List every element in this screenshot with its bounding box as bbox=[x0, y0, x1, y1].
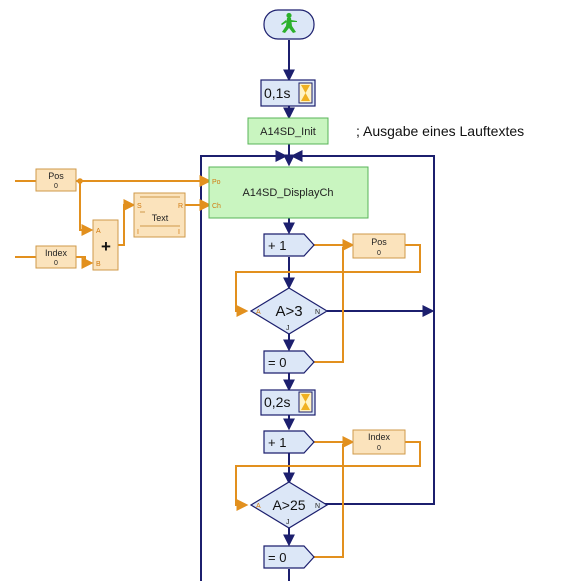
hourglass-icon bbox=[298, 82, 313, 104]
comment-text: ; Ausgabe eines Lauftextes bbox=[356, 123, 524, 139]
decision-index[interactable]: A>25 A J N bbox=[249, 481, 329, 529]
decision-label: A>3 bbox=[275, 303, 302, 320]
reset-label: = 0 bbox=[268, 355, 286, 370]
hourglass-icon bbox=[298, 391, 313, 413]
wait-block-2[interactable]: 0,2s bbox=[260, 389, 316, 416]
start-terminal[interactable] bbox=[263, 9, 315, 40]
wait-label: 0,2s bbox=[264, 394, 290, 410]
index-var-value: 0 bbox=[54, 260, 58, 267]
increment-block-1[interactable]: + 1 bbox=[263, 233, 315, 257]
index-output-variable[interactable]: Index 0 bbox=[352, 429, 406, 455]
increment-label: + 1 bbox=[268, 238, 286, 253]
decision-no: N bbox=[315, 309, 320, 316]
increment-block-2[interactable]: + 1 bbox=[263, 430, 315, 454]
data-lines bbox=[15, 175, 421, 558]
reset-label: = 0 bbox=[268, 550, 286, 565]
decision-no: N bbox=[315, 503, 320, 510]
flow-lines bbox=[200, 40, 435, 581]
text-operator[interactable]: Text S R I I bbox=[133, 192, 186, 238]
pos-var-name: Pos bbox=[48, 171, 64, 181]
display-port-po: Po bbox=[212, 179, 221, 186]
pos-var-value: 0 bbox=[54, 183, 58, 190]
text-label: Text bbox=[152, 213, 169, 223]
pos-output-variable[interactable]: Pos 0 bbox=[352, 233, 406, 259]
decision-pos[interactable]: A>3 A J N bbox=[249, 287, 329, 335]
reset-block-1[interactable]: = 0 bbox=[263, 350, 315, 374]
index-var-name: Index bbox=[45, 248, 68, 258]
adder-operator[interactable]: + A B bbox=[92, 219, 119, 271]
reset-block-2[interactable]: = 0 bbox=[263, 545, 315, 569]
index-variable[interactable]: Index 0 bbox=[35, 245, 77, 269]
init-label: A14SD_Init bbox=[260, 126, 316, 138]
text-port-s: S bbox=[137, 203, 142, 210]
text-port-i2: I bbox=[178, 229, 180, 236]
decision-yes: J bbox=[286, 519, 290, 526]
decision-label: A>25 bbox=[272, 497, 305, 513]
text-port-i1: I bbox=[137, 229, 139, 236]
decision-port-a: A bbox=[256, 503, 261, 510]
pos-out-value: 0 bbox=[377, 250, 381, 257]
increment-label: + 1 bbox=[268, 435, 286, 450]
decision-port-a: A bbox=[256, 309, 261, 316]
text-port-r: R bbox=[178, 203, 183, 210]
adder-port-a: A bbox=[96, 228, 101, 235]
init-subprogram[interactable]: A14SD_Init bbox=[247, 117, 329, 145]
decision-yes: J bbox=[286, 325, 290, 332]
pos-variable[interactable]: Pos 0 bbox=[35, 168, 77, 192]
pos-out-name: Pos bbox=[371, 237, 387, 247]
wait-block-1[interactable]: 0,1s bbox=[260, 79, 316, 107]
index-out-value: 0 bbox=[377, 445, 381, 452]
adder-symbol: + bbox=[101, 237, 111, 256]
ampelmann-icon bbox=[281, 12, 297, 33]
display-subprogram[interactable]: A14SD_DisplayCh Po Ch bbox=[208, 166, 369, 219]
index-out-name: Index bbox=[368, 432, 391, 442]
wait-label: 0,1s bbox=[264, 85, 290, 101]
display-label: A14SD_DisplayCh bbox=[242, 187, 333, 199]
display-port-ch: Ch bbox=[212, 203, 221, 210]
adder-port-b: B bbox=[96, 261, 101, 268]
